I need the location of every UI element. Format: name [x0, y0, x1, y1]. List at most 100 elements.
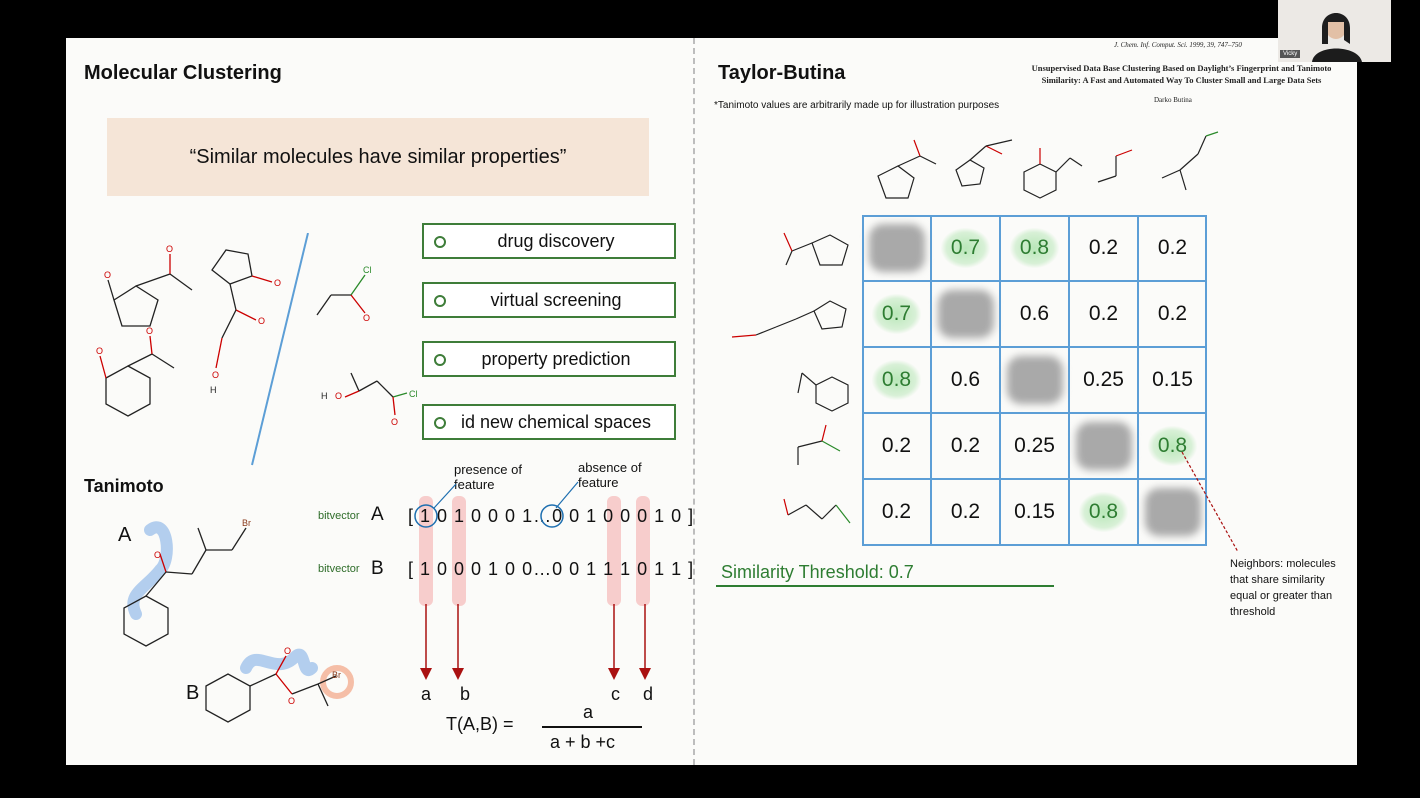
matrix-cell	[1000, 347, 1069, 413]
matrix-value: 0.8	[871, 360, 922, 400]
tag-label: property prediction	[481, 348, 631, 369]
svg-text:H: H	[321, 391, 328, 401]
blurred-diagonal-cell	[1144, 488, 1201, 536]
blurred-diagonal-cell	[937, 290, 994, 338]
paper-author: Darko Butina	[1154, 96, 1192, 104]
svg-text:H: H	[210, 385, 217, 395]
feature-column-d	[636, 496, 650, 606]
count-label-d: d	[643, 684, 654, 704]
tag-property-prediction: property prediction	[422, 341, 676, 377]
bitvector-b-name: B	[371, 558, 384, 579]
matrix-cell: 0.2	[1069, 281, 1138, 347]
tag-drug-discovery: drug discovery	[422, 223, 676, 259]
matrix-cell	[931, 281, 1000, 347]
matrix-cell: 0.6	[1000, 281, 1069, 347]
bitvector-a-name: A	[371, 504, 384, 525]
tag-hole-icon	[434, 236, 446, 248]
svg-text:Cl: Cl	[363, 265, 372, 275]
matrix-cell: 0.6	[931, 347, 1000, 413]
disclaimer: *Tanimoto values are arbitrarily made up…	[714, 100, 1000, 111]
svg-text:O: O	[166, 244, 173, 254]
separator-line	[251, 233, 309, 466]
svg-text:O: O	[284, 646, 291, 656]
molecule-a-label: A	[118, 524, 132, 546]
matrix-value: 0.2	[1088, 236, 1119, 259]
tanimoto-title: Tanimoto	[84, 476, 164, 496]
bitvector-a: [ 1 0 1 0 0 0 1…0 0 1 0 0 0 1 0 ]	[408, 506, 695, 526]
svg-text:O: O	[154, 550, 161, 560]
tag-hole-icon	[434, 417, 446, 429]
matrix-value: 0.2	[1088, 302, 1119, 325]
count-label-b: b	[460, 684, 471, 704]
formula-numerator: a	[583, 702, 594, 722]
matrix-value: 0.8	[1147, 426, 1198, 466]
webcam-thumbnail[interactable]: Vicky	[1278, 0, 1391, 62]
svg-text:O: O	[212, 370, 219, 380]
tanimoto-molecules: O Br O O Br	[123, 518, 354, 723]
svg-text:O: O	[391, 417, 398, 427]
row-molecules	[731, 232, 851, 524]
count-arrows	[420, 604, 651, 680]
paper-title-line1: Unsupervised Data Base Clustering Based …	[1031, 63, 1332, 73]
svg-text:O: O	[96, 346, 103, 356]
quote-box: “Similar molecules have similar properti…	[107, 118, 649, 196]
svg-text:O: O	[146, 326, 153, 336]
tag-label: id new chemical spaces	[460, 411, 652, 432]
formula-lhs: T(A,B) =	[446, 714, 514, 734]
webcam-name-tag: Vicky	[1280, 50, 1301, 58]
slide-divider	[693, 38, 695, 765]
matrix-value: 0.15	[1152, 368, 1193, 391]
tag-new-chemical-spaces: id new chemical spaces	[422, 404, 676, 440]
matrix-value: 0.25	[1014, 434, 1055, 457]
matrix-cell	[1069, 413, 1138, 479]
svg-text:O: O	[363, 313, 370, 323]
right-title: Taylor-Butina	[718, 62, 846, 84]
svg-text:O: O	[288, 696, 295, 706]
matrix-cell: 0.8	[1069, 479, 1138, 545]
matrix-cell	[862, 215, 931, 281]
formula-denominator: a + b +c	[550, 732, 616, 752]
blurred-diagonal-cell	[1006, 356, 1063, 404]
header-molecules	[877, 131, 1219, 199]
neighbor-pointer	[1181, 451, 1239, 553]
matrix-value: 0.2	[881, 500, 912, 523]
svg-text:O: O	[274, 278, 281, 288]
paper-journal: J. Chem. Inf. Comput. Sci. 1999, 39, 747…	[1114, 41, 1242, 49]
matrix-cell: 0.2	[931, 413, 1000, 479]
matrix-value: 0.15	[1014, 500, 1055, 523]
other-molecules: Cl O Cl O H O	[316, 265, 418, 427]
svg-text:Br: Br	[242, 518, 251, 528]
bitvector-label-a: bitvector	[318, 510, 360, 522]
matrix-value: 0.8	[1009, 228, 1060, 268]
count-label-a: a	[421, 684, 432, 704]
matrix-value: 0.2	[950, 500, 981, 523]
paper-title-line2: Similarity: A Fast and Automated Way To …	[1041, 75, 1322, 85]
feature-column-b	[452, 496, 466, 606]
matrix-value: 0.6	[1019, 302, 1050, 325]
matrix-cell: 0.8	[1000, 215, 1069, 281]
tag-hole-icon	[434, 354, 446, 366]
feature-column-c	[607, 496, 621, 606]
matrix-value: 0.25	[1083, 368, 1124, 391]
matrix-value: 0.2	[881, 434, 912, 457]
molecule-b-label: B	[186, 682, 200, 704]
bitvector-b: [ 1 0 0 0 1 0 0…0 0 1 1 1 0 1 1 ]	[408, 559, 695, 579]
presence-note: presence of feature	[454, 462, 522, 492]
matrix-value: 0.7	[940, 228, 991, 268]
slide: Molecular Clustering “Similar molecules …	[66, 38, 1357, 765]
similarity-threshold: Similarity Threshold: 0.7	[721, 562, 914, 582]
matrix-value: 0.8	[1078, 492, 1129, 532]
matrix-cell: 0.7	[931, 215, 1000, 281]
matrix-value: 0.6	[950, 368, 981, 391]
svg-text:O: O	[258, 316, 265, 326]
matrix-cell: 0.8	[862, 347, 931, 413]
svg-text:Br: Br	[332, 670, 341, 680]
neighbors-note: Neighbors: molecules that share similari…	[1230, 558, 1336, 618]
blurred-diagonal-cell	[868, 224, 925, 272]
matrix-cell: 0.8	[1138, 413, 1207, 479]
tag-hole-icon	[434, 295, 446, 307]
blurred-diagonal-cell	[1075, 422, 1132, 470]
similarity-matrix-border	[862, 215, 1207, 546]
formula-fraction-bar	[542, 726, 642, 728]
count-label-c: c	[611, 684, 620, 704]
